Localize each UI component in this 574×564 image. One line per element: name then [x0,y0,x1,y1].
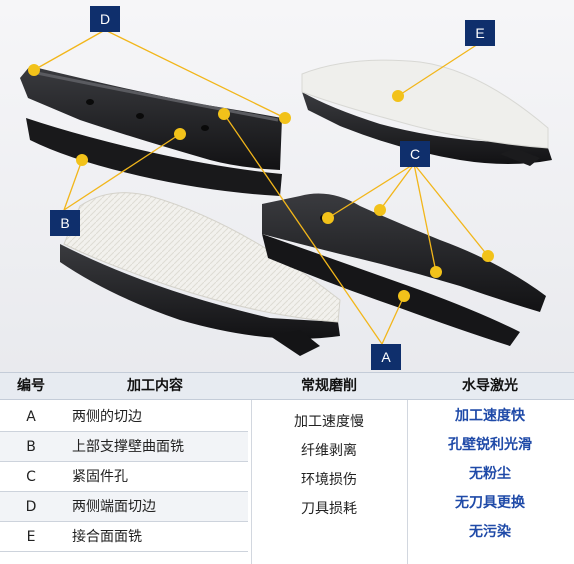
header-content: 加工内容 [127,378,183,394]
conventional-item: 加工速度慢 [294,414,364,430]
conventional-item: 刀具损耗 [301,501,357,517]
header-code: 编号 [17,378,45,394]
table-header: 编号 加工内容 常规磨削 水导激光 [0,372,574,400]
row-task: 上部支撑壁曲面铣 [72,439,184,455]
parts-photo [0,0,574,372]
row-task: 紧固件孔 [72,469,128,485]
row-task: 两侧端面切边 [72,499,156,515]
row-code: A [26,409,36,425]
part-b-face [60,192,341,356]
table-row: D 两侧端面切边 [0,492,248,522]
conventional-item: 纤维剥离 [301,443,357,459]
header-waterjet: 水导激光 [462,378,518,394]
part-e [301,59,552,166]
label-c: C [400,141,430,167]
label-b: B [50,210,80,236]
table-row: C 紧固件孔 [0,462,248,492]
label-e: E [465,20,495,46]
row-task: 接合面面铣 [72,529,142,545]
header-conventional: 常规磨削 [301,378,357,394]
conventional-column: 加工速度慢 纤维剥离 环境损伤 刀具损耗 [254,408,404,524]
row-code: D [25,499,37,515]
column-divider [407,400,408,564]
waterjet-column: 加工速度快 孔壁锐利光滑 无粉尘 无刀具更换 无污染 [410,402,570,547]
waterjet-item: 无刀具更换 [455,495,525,511]
conventional-item: 环境损伤 [301,472,357,488]
waterjet-item: 加工速度快 [455,408,525,424]
row-code: E [26,529,36,545]
row-code: C [26,469,36,485]
waterjet-item: 无污染 [469,524,511,540]
table-row: E 接合面面铣 [0,522,248,552]
row-task: 两侧的切边 [72,409,142,425]
leader-lines [33,29,489,345]
label-a: A [371,344,401,370]
part-d-b [20,66,282,196]
waterjet-item: 无粉尘 [469,466,511,482]
label-d: D [90,6,120,32]
leader-dots [28,64,494,302]
table-row: B 上部支撑壁曲面铣 [0,432,248,462]
table-row: A 两侧的切边 [0,402,248,432]
waterjet-item: 孔壁锐利光滑 [448,437,532,453]
column-divider [251,400,252,564]
row-code: B [26,439,36,455]
comparison-table: 编号 加工内容 常规磨削 水导激光 A 两侧的切边 B 上部支撑壁曲面铣 C 紧… [0,372,574,564]
